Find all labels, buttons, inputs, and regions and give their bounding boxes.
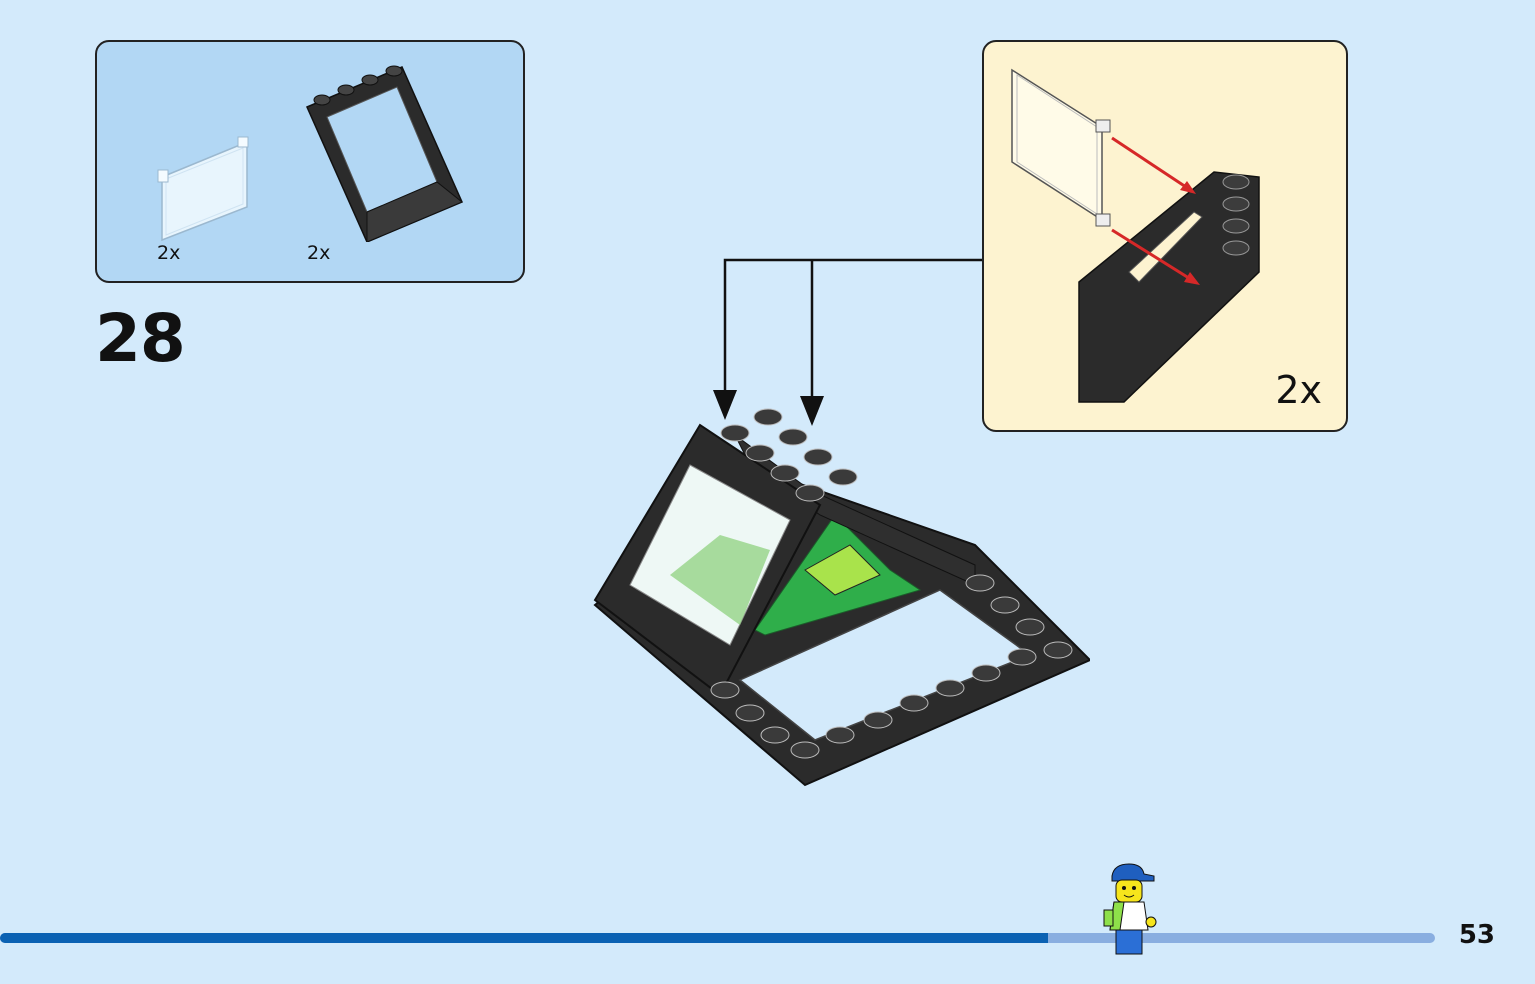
parts-list-box: 2x 2x [95, 40, 525, 283]
subassembly-box: 2x [982, 40, 1348, 432]
minifigure-marker-icon [1103, 863, 1157, 955]
placement-arrow-left [713, 390, 737, 420]
page-number: 53 [1458, 920, 1495, 950]
placement-arrow-right [800, 396, 824, 426]
step-number: 28 [95, 300, 186, 377]
subassembly-quantity: 2x [1275, 368, 1322, 412]
progress-bar [0, 933, 1435, 943]
window-frame-icon [1078, 171, 1260, 403]
progress-fill [0, 933, 1048, 943]
window-frame-icon [306, 65, 463, 242]
assembly-arrow-top [1111, 136, 1190, 191]
subassembly-diagram [1011, 68, 1260, 403]
model-illustration [593, 408, 1090, 787]
parts-quantity-frame: 2x [307, 242, 331, 264]
window-glass-icon [157, 136, 249, 242]
assembly-arrow-bottom [1111, 228, 1193, 282]
parts-quantity-glass: 2x [157, 242, 181, 264]
